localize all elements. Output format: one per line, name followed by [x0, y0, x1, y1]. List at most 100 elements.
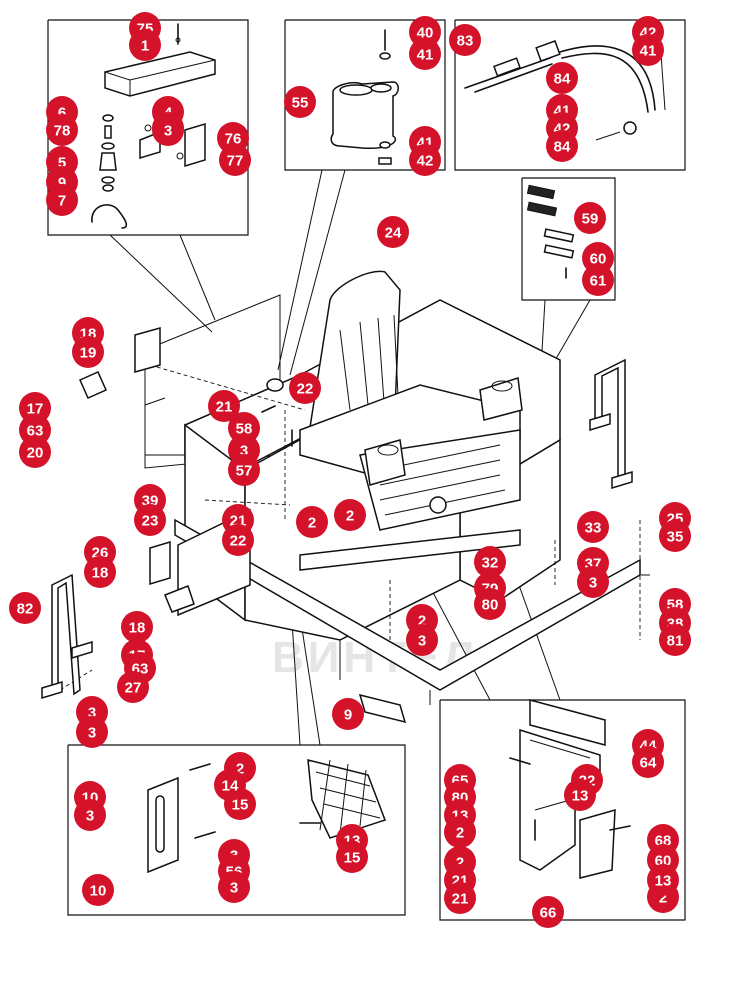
callout-label: 2 [456, 825, 464, 842]
callout-label: 77 [227, 153, 244, 170]
callout-59: 59 [574, 202, 606, 234]
callout-label: 66 [540, 905, 557, 922]
callout-15: 15 [336, 841, 368, 873]
callout-label: 7 [58, 193, 66, 210]
callout-label: 24 [385, 225, 402, 242]
callout-label: 3 [240, 443, 248, 460]
callout-23: 23 [134, 504, 166, 536]
callout-label: 2 [236, 761, 244, 778]
callout-label: 13 [572, 788, 589, 805]
callout-58: 58 [228, 412, 260, 444]
callout-label: 78 [54, 123, 71, 140]
callout-label: 15 [232, 797, 249, 814]
callout-80: 80 [474, 588, 506, 620]
callout-10: 10 [82, 874, 114, 906]
callout-label: 3 [86, 808, 94, 825]
callout-label: 18 [129, 620, 146, 637]
callout-label: 84 [554, 71, 571, 88]
callout-label: 32 [482, 555, 499, 572]
callout-label: 2 [659, 890, 667, 907]
callout-label: 2 [456, 855, 464, 872]
callout-label: 3 [88, 725, 96, 742]
callout-33: 33 [577, 511, 609, 543]
callout-82: 82 [9, 592, 41, 624]
callout-3: 3 [76, 716, 108, 748]
callout-20: 20 [19, 436, 51, 468]
callout-19: 19 [72, 336, 104, 368]
callout-label: 20 [27, 445, 44, 462]
callout-label: 3 [88, 705, 96, 722]
callout-label: 57 [236, 463, 253, 480]
callout-label: 3 [164, 123, 172, 140]
callout-41: 41 [632, 34, 664, 66]
callout-label: 9 [344, 707, 352, 724]
callout-label: 81 [667, 633, 684, 650]
callout-label: 5 [58, 155, 66, 172]
callout-label: 2 [308, 515, 316, 532]
callout-label: 42 [417, 153, 434, 170]
callout-label: 80 [482, 597, 499, 614]
callout-41: 41 [409, 38, 441, 70]
callout-3: 3 [218, 871, 250, 903]
callout-35: 35 [659, 520, 691, 552]
callout-24: 24 [377, 216, 409, 248]
callout-label: 27 [125, 680, 142, 697]
callout-label: 6 [58, 105, 66, 122]
callout-label: 10 [90, 883, 107, 900]
callout-label: 14 [222, 778, 239, 795]
callout-2: 2 [444, 816, 476, 848]
inset-top-center [277, 19, 446, 376]
callout-13: 13 [647, 864, 679, 896]
callout-77: 77 [219, 144, 251, 176]
callout-17: 17 [19, 392, 51, 424]
inset-top-right [454, 19, 686, 171]
callout-label: 22 [297, 381, 314, 398]
callout-label: 41 [640, 43, 657, 60]
callout-label: 35 [667, 529, 684, 546]
callout-21: 21 [208, 390, 240, 422]
callout-83: 83 [449, 24, 481, 56]
callout-55: 55 [284, 86, 316, 118]
callout-2: 2 [296, 506, 328, 538]
callout-label: 76 [225, 131, 242, 148]
callout-label: 84 [554, 139, 571, 156]
callout-label: 3 [418, 633, 426, 650]
callout-label: 15 [344, 850, 361, 867]
callout-81: 81 [659, 624, 691, 656]
callout-label: 2 [418, 613, 426, 630]
callout-3: 3 [406, 624, 438, 656]
callout-22: 22 [222, 524, 254, 556]
callout-label: 33 [585, 520, 602, 537]
callout-label: 61 [590, 273, 607, 290]
callout-label: 40 [417, 25, 434, 42]
callout-21: 21 [444, 882, 476, 914]
callout-label: 1 [141, 38, 149, 55]
callout-label: 23 [142, 513, 159, 530]
callout-60: 60 [582, 242, 614, 274]
callout-18: 18 [121, 611, 153, 643]
callout-label: 3 [230, 880, 238, 897]
callout-label: 63 [27, 423, 44, 440]
callout-label: 59 [582, 211, 599, 228]
callout-label: 21 [216, 399, 233, 416]
callout-78: 78 [46, 114, 78, 146]
callout-label: 21 [452, 891, 469, 908]
callout-61: 61 [582, 264, 614, 296]
inset-bottom-left [67, 589, 406, 916]
callout-40: 40 [409, 16, 441, 48]
callout-3: 3 [577, 566, 609, 598]
callout-14: 14 [214, 769, 246, 801]
callout-label: 55 [292, 95, 309, 112]
callout-label: 41 [417, 47, 434, 64]
callout-66: 66 [532, 896, 564, 928]
callout-label: 60 [590, 251, 607, 268]
callout-3: 3 [74, 799, 106, 831]
callout-label: 83 [457, 33, 474, 50]
callout-84: 84 [546, 130, 578, 162]
inset-top-left [47, 19, 249, 333]
callout-label: 19 [80, 345, 97, 362]
callout-13: 13 [564, 779, 596, 811]
callout-32: 32 [474, 546, 506, 578]
callout-42: 42 [409, 144, 441, 176]
